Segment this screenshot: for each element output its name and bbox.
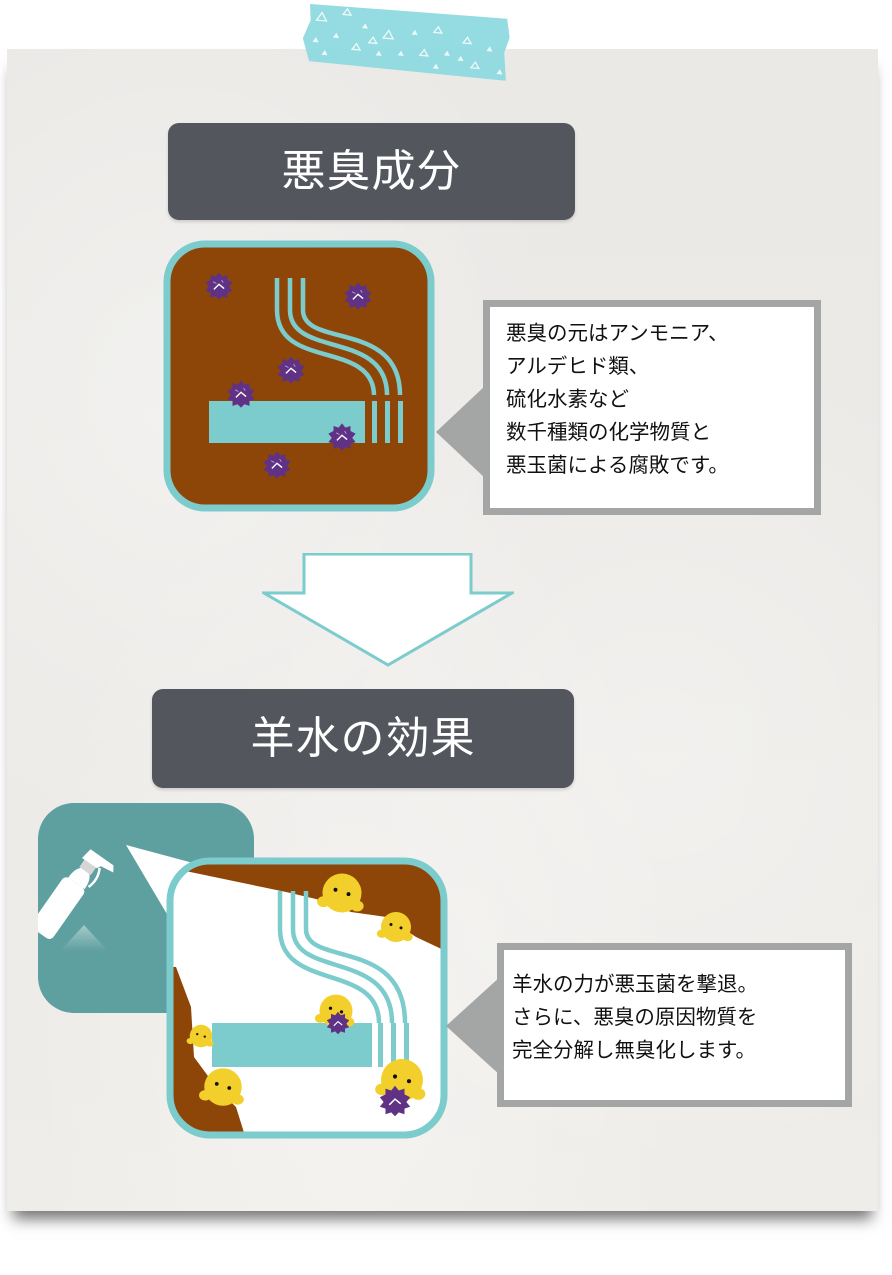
washi-tape <box>301 1 512 81</box>
callout-line: 羊水の力が悪玉菌を撃退。 <box>512 972 758 996</box>
callout-line: 完全分解し無臭化します。 <box>512 1038 756 1062</box>
callout-line: 悪臭の元はアンモニア、 <box>506 321 729 345</box>
section-heading-text: 悪臭成分 <box>281 146 462 197</box>
section-heading-amniotic-effect: 羊水の効果 <box>152 689 574 788</box>
callout-line: 硫化水素など <box>506 387 629 411</box>
section-heading-malodor: 悪臭成分 <box>168 123 575 220</box>
down-arrow-icon <box>262 553 514 667</box>
callout-pointer <box>436 385 486 479</box>
cleaned-cigarette-with-good-germs-icon <box>166 857 448 1139</box>
amniotic-effect-callout: 羊水の力が悪玉菌を撃退。 さらに、悪臭の原因物質を 完全分解し無臭化します。 <box>497 943 852 1107</box>
triangle-pattern-icon <box>301 1 512 81</box>
callout-line: アルデヒド類、 <box>506 354 650 378</box>
callout-line: さらに、悪臭の原因物質を <box>512 1005 758 1029</box>
malodor-description-callout: 悪臭の元はアンモニア、 アルデヒド類、 硫化水素など 数千種類の化学物質と 悪玉… <box>483 300 821 515</box>
section-heading-text: 羊水の効果 <box>250 713 476 764</box>
callout-pointer <box>446 976 501 1076</box>
callout-line: 悪玉菌による腐敗です。 <box>506 453 729 477</box>
cigarette-with-smoke-and-germs-icon <box>163 240 435 512</box>
callout-line: 数千種類の化学物質と <box>506 420 711 444</box>
